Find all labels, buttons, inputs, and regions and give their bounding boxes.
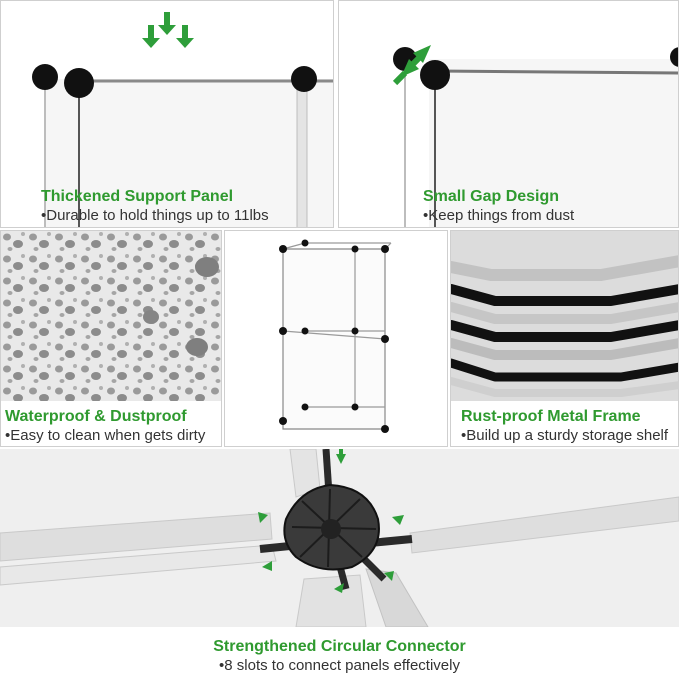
feature-description: •Keep things from dust bbox=[423, 207, 575, 224]
feature-title: Rust-proof Metal Frame bbox=[461, 408, 641, 425]
feature-description: •Durable to hold things up to 11lbs bbox=[41, 207, 269, 224]
circular-connector-image bbox=[0, 449, 679, 679]
green-diagonal-arrow-icon bbox=[392, 45, 431, 86]
feature-description: •Easy to clean when gets dirty bbox=[5, 427, 206, 444]
caption-block: Thickened Support Panel •Durable to hold… bbox=[41, 187, 269, 225]
green-down-arrows-icon bbox=[142, 12, 194, 48]
caption-block: Strengthened Circular Connector •8 slots… bbox=[0, 637, 679, 675]
product-image-panel bbox=[224, 230, 448, 447]
caption-block: Rust-proof Metal Frame •Build up a sturd… bbox=[461, 407, 668, 445]
feature-title: Small Gap Design bbox=[423, 188, 560, 205]
support-panel-illustration bbox=[32, 64, 333, 227]
feature-description: •Build up a sturdy storage shelf bbox=[461, 427, 669, 444]
feature-panel-connector: Strengthened Circular Connector •8 slots… bbox=[0, 449, 679, 679]
cube-shelf-image bbox=[279, 239, 392, 433]
caption-block: Small Gap Design •Keep things from dust bbox=[423, 187, 574, 225]
water-droplets-image bbox=[1, 231, 221, 446]
small-gap-illustration bbox=[393, 47, 678, 227]
feature-panel-waterproof: Waterproof & Dustproof •Easy to clean wh… bbox=[0, 230, 222, 447]
feature-title: Strengthened Circular Connector bbox=[213, 638, 466, 655]
feature-panel-metal-frame: Rust-proof Metal Frame •Build up a sturd… bbox=[450, 230, 679, 447]
feature-panel-thickened-support: Thickened Support Panel •Durable to hold… bbox=[0, 0, 334, 228]
feature-description: •8 slots to connect panels effectively bbox=[219, 657, 460, 674]
caption-block: Waterproof & Dustproof •Easy to clean wh… bbox=[5, 407, 205, 445]
feature-panel-small-gap: Small Gap Design •Keep things from dust bbox=[338, 0, 679, 228]
feature-title: Thickened Support Panel bbox=[41, 188, 234, 205]
feature-title: Waterproof & Dustproof bbox=[5, 408, 187, 425]
metal-frame-image bbox=[451, 231, 678, 446]
